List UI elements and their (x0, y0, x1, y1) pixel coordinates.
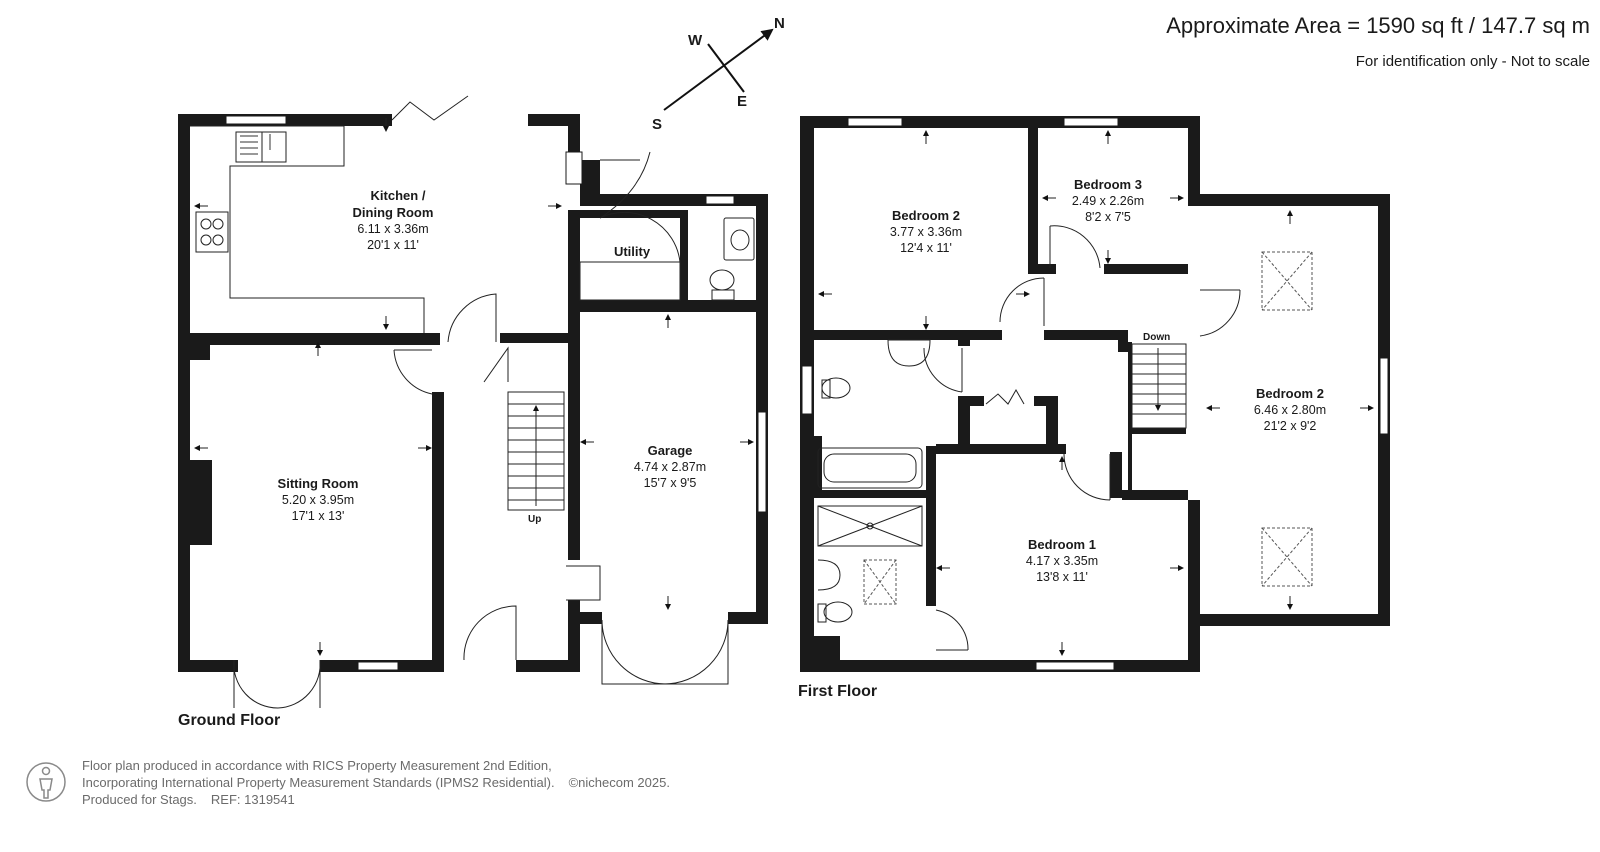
garage-name: Garage (648, 443, 693, 458)
skylights (863, 251, 1313, 605)
stairs-down-label: Down (1143, 332, 1170, 343)
bedroom-3-imperial: 8'2 x 7'5 (1085, 210, 1131, 224)
ground-dimension-arrows (194, 118, 754, 656)
bedroom-2-loft-metric: 6.46 x 2.80m (1254, 403, 1326, 417)
bedroom-3-name: Bedroom 3 (1074, 177, 1142, 192)
kitchen-name-2: Dining Room (353, 205, 434, 220)
kitchen-name-1: Kitchen / (371, 188, 426, 203)
first-floor-doors (923, 225, 1241, 651)
ground-floor-plan: Up Kitchen / Dining Room 6.11 x 3.36m 20… (178, 95, 768, 729)
footer-line-2-text: Incorporating International Property Mea… (82, 775, 555, 790)
compass-w: W (688, 32, 703, 49)
kitchen-imperial: 20'1 x 11' (367, 238, 419, 252)
compass-e: E (737, 93, 747, 110)
first-floor-walls (800, 116, 1390, 672)
footer-produced-for: Produced for Stags. (82, 792, 197, 807)
compass-n: N (774, 15, 785, 32)
person-icon (26, 762, 66, 802)
sink-icon (240, 134, 271, 155)
ground-floor-doors (233, 151, 729, 709)
bedroom-1-name: Bedroom 1 (1028, 537, 1096, 552)
ground-floor-windows (225, 115, 767, 671)
ground-floor-label: Ground Floor (178, 712, 280, 729)
approximate-area: Approximate Area = 1590 sq ft / 147.7 sq… (1166, 13, 1590, 38)
bedroom-2-loft-name: Bedroom 2 (1256, 386, 1324, 401)
scale-disclaimer: For identification only - Not to scale (1355, 53, 1590, 70)
compass-rose: N W S E (652, 15, 785, 133)
bedroom-1-imperial: 13'8 x 11' (1036, 570, 1088, 584)
garage-imperial: 15'7 x 9'5 (644, 476, 697, 490)
footer-line-1: Floor plan produced in accordance with R… (82, 758, 552, 773)
kitchen-fittings (190, 125, 425, 333)
sitting-room-metric: 5.20 x 3.95m (282, 493, 354, 507)
utility-fittings (579, 217, 755, 301)
bedroom-2-loft-imperial: 21'2 x 9'2 (1264, 419, 1317, 433)
footer-ref: REF: 1319541 (210, 792, 295, 807)
ground-floor-walls (178, 114, 768, 672)
stairs-up-label: Up (528, 514, 541, 525)
first-dimension-arrows (818, 130, 1374, 656)
bedroom-2-metric: 3.77 x 3.36m (890, 225, 962, 239)
footer-notes: Floor plan produced in accordance with R… (82, 757, 670, 808)
first-floor-plan: Down Bedroom 2 3.77 x 3.36m 12'4 x 11' B… (798, 116, 1390, 700)
footer-copyright: ©nichecom 2025. (568, 775, 670, 790)
kitchen-metric: 6.11 x 3.36m (357, 222, 428, 236)
first-floor-label: First Floor (798, 683, 877, 700)
bathroom-fittings (817, 339, 931, 623)
ground-stairs (507, 391, 565, 511)
garage-metric: 4.74 x 2.87m (634, 460, 706, 474)
utility-name: Utility (614, 244, 651, 259)
bedroom-2-imperial: 12'4 x 11' (900, 241, 952, 255)
first-floor-stairs (1131, 343, 1187, 429)
bedroom-3-metric: 2.49 x 2.26m (1072, 194, 1144, 208)
bedroom-2-name: Bedroom 2 (892, 208, 960, 223)
bifold-door-kitchen (391, 95, 469, 121)
bedroom-1-metric: 4.17 x 3.35m (1026, 554, 1098, 568)
footer-line-2: Incorporating International Property Mea… (82, 774, 670, 791)
sitting-room-name: Sitting Room (278, 476, 359, 491)
footer-line-3: Produced for Stags. REF: 1319541 (82, 791, 670, 808)
first-floor-windows (801, 117, 1389, 671)
compass-s: S (652, 116, 662, 133)
sitting-room-imperial: 17'1 x 13' (292, 509, 345, 523)
